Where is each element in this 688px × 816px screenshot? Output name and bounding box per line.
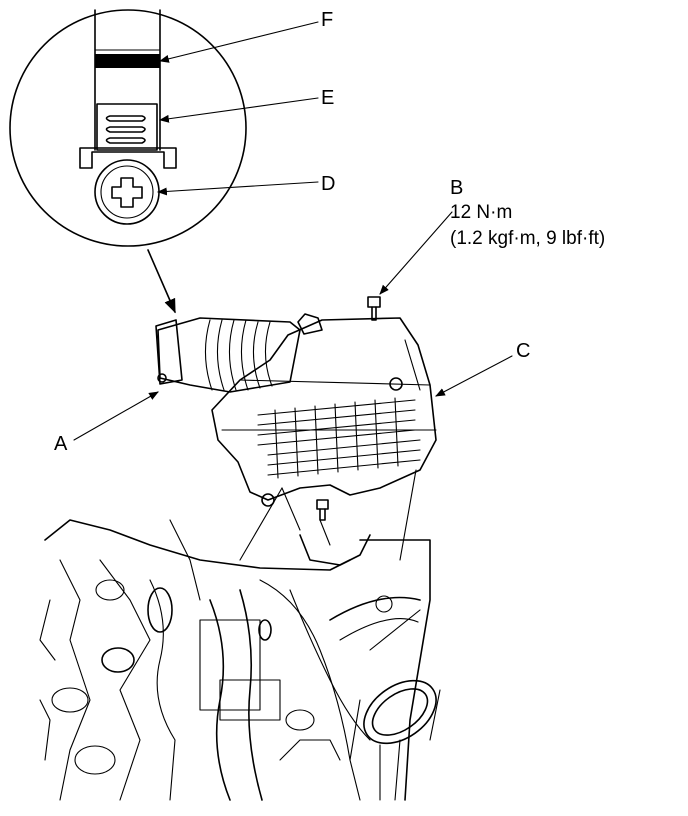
leader-a [73, 391, 159, 441]
housing-grille [257, 397, 421, 479]
callout-c: C [516, 340, 530, 362]
torque-spec-line2: (1.2 kgf·m, 9 lbf·ft) [450, 228, 605, 249]
leader-b [379, 211, 453, 295]
callout-b: B [450, 177, 463, 199]
detail-pointer-arrow [147, 249, 176, 314]
leader-e [159, 97, 319, 123]
callout-e: E [321, 87, 334, 109]
torque-spec-line1: 12 N·m [450, 202, 512, 223]
engine-compartment [39, 519, 441, 801]
air-cleaner-housing [211, 317, 437, 507]
callout-f: F [321, 9, 333, 31]
lower-bolt [316, 499, 329, 521]
intake-duct-a [155, 313, 323, 393]
leader-d [157, 181, 319, 196]
leader-c [435, 355, 513, 397]
callout-a: A [54, 433, 68, 455]
bolt-b [367, 296, 381, 321]
callout-d: D [321, 173, 335, 195]
detail-magnifier-circle [9, 9, 247, 247]
leader-f [159, 21, 319, 63]
